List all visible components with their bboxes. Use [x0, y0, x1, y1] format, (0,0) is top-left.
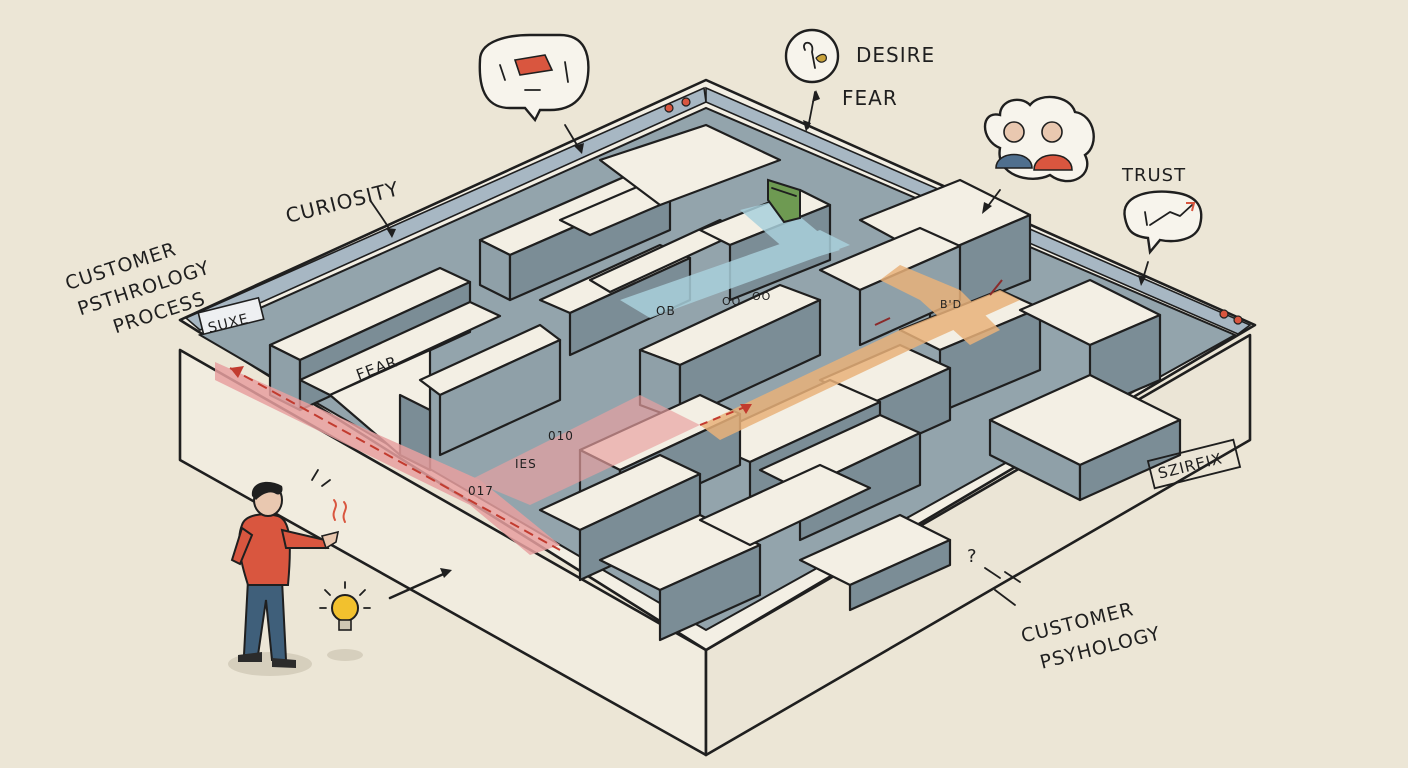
- svg-text:OO: OO: [752, 290, 771, 303]
- journey-paths: [215, 200, 1020, 555]
- svg-text:017: 017: [468, 484, 494, 498]
- person-figure-icon: [228, 469, 347, 676]
- path-tags: 017 IES 010 OB OO OO B'D: [468, 290, 962, 498]
- corner-dots: [664, 97, 1243, 325]
- svg-text:010: 010: [548, 429, 574, 443]
- svg-text:IES: IES: [515, 457, 537, 471]
- svg-text:B'D: B'D: [940, 298, 962, 311]
- trust-chart-icon: [1123, 190, 1203, 255]
- entry-arrow: [388, 568, 452, 600]
- svg-text:FEAR: FEAR: [842, 86, 898, 110]
- desire-annotation: DESIRE FEAR: [784, 28, 935, 132]
- svg-text:OO: OO: [722, 295, 741, 308]
- exit-door-icon: [767, 178, 801, 224]
- path-arrows: [229, 279, 1003, 551]
- lightbulb-icon: [319, 581, 371, 661]
- trust-annotation: TRUST: [1121, 165, 1203, 286]
- svg-text:OB: OB: [656, 304, 676, 318]
- svg-text:DESIRE: DESIRE: [856, 43, 935, 67]
- speech-bubble-icon: [478, 33, 590, 154]
- svg-text:?: ?: [967, 546, 978, 567]
- thought-cloud-icon: [982, 95, 1095, 214]
- svg-text:TRUST: TRUST: [1121, 165, 1186, 186]
